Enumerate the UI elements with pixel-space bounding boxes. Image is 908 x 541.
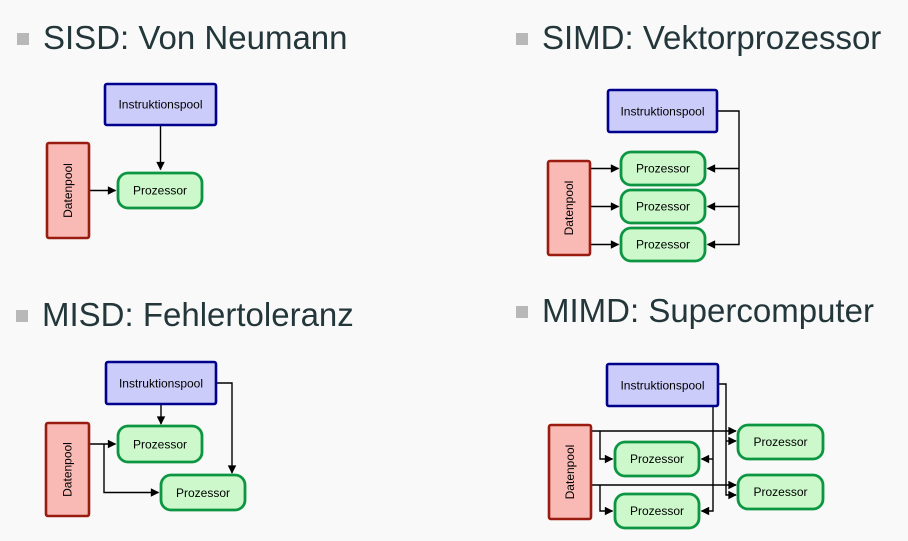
data-pool-box xyxy=(547,423,593,521)
processor-label: Prozessor xyxy=(630,452,684,466)
heading-sisd: SISD: Von Neumann xyxy=(17,19,348,56)
data-pool-box xyxy=(44,421,91,518)
processor-label: Prozessor xyxy=(176,486,230,500)
instruction-pool-box xyxy=(605,362,720,408)
processor-box-2 xyxy=(619,188,707,225)
processor-label: Prozessor xyxy=(753,485,807,499)
heading-simd: SIMD: Vektorprozessor xyxy=(516,19,882,56)
instruction-pool-label: Instruktionspool xyxy=(119,377,203,391)
processor-label: Prozessor xyxy=(636,238,690,252)
processor-box-2 xyxy=(159,473,247,512)
processor-label: Prozessor xyxy=(133,184,187,198)
arrow-data-to-mid-processor-2 xyxy=(599,485,614,516)
heading-misd: MISD: Fehlertoleranz xyxy=(16,296,354,333)
processor-label: Prozessor xyxy=(630,504,684,518)
arrow-instructions-to-processor-3 xyxy=(706,110,740,249)
bullet-square-icon xyxy=(17,33,29,46)
data-pool-box xyxy=(546,159,592,257)
processor-box-right-1 xyxy=(736,423,825,461)
heading-simd-text: SIMD: Vektorprozessor xyxy=(542,19,882,56)
processor-label: Prozessor xyxy=(636,200,690,214)
processor-label: Prozessor xyxy=(636,162,690,176)
processor-box-mid-1 xyxy=(613,440,701,478)
heading-mimd-text: MIMD: Supercomputer xyxy=(542,292,874,329)
arrow-instructions-to-right-processor-2 xyxy=(718,383,737,500)
instruction-pool-box xyxy=(103,82,218,127)
diagram-mimd: Instruktionspool Datenpool Prozessor Pro… xyxy=(547,362,825,530)
heading-misd-text: MISD: Fehlertoleranz xyxy=(42,296,354,333)
diagram-sisd: Instruktionspool Datenpool Prozessor xyxy=(45,82,218,240)
instruction-pool-label: Instruktionspool xyxy=(118,98,202,112)
data-pool-label: Datenpool xyxy=(61,442,75,497)
data-pool-label: Datenpool xyxy=(61,163,75,218)
data-pool-label: Datenpool xyxy=(562,181,576,236)
data-pool-box xyxy=(45,141,91,240)
processor-label: Prozessor xyxy=(133,438,187,452)
processor-box-3 xyxy=(619,226,707,263)
arrow-data-to-processor-2 xyxy=(103,444,160,497)
diagram-simd: Instruktionspool Datenpool Prozessor Pro… xyxy=(546,88,740,263)
processor-box-mid-2 xyxy=(613,492,701,530)
bullet-square-icon xyxy=(516,33,528,46)
data-pool-label: Datenpool xyxy=(563,445,577,500)
processor-box-1 xyxy=(116,424,204,464)
bullet-square-icon xyxy=(516,306,528,319)
diagram-misd: Instruktionspool Datenpool Prozessor Pro… xyxy=(44,360,247,518)
instruction-pool-box xyxy=(606,88,719,134)
instruction-pool-label: Instruktionspool xyxy=(620,105,704,119)
bullet-square-icon xyxy=(16,310,28,323)
instruction-pool-box xyxy=(104,360,218,406)
arrow-instructions-to-mid-processor-2 xyxy=(700,406,714,516)
heading-sisd-text: SISD: Von Neumann xyxy=(43,19,348,56)
instruction-pool-label: Instruktionspool xyxy=(620,379,704,393)
arrow-instructions-to-processor-2 xyxy=(216,382,237,474)
processor-label: Prozessor xyxy=(753,435,807,449)
processor-box xyxy=(116,171,204,210)
arrow-data-to-mid-processor-1 xyxy=(599,431,614,464)
heading-mimd: MIMD: Supercomputer xyxy=(516,292,874,329)
processor-box-1 xyxy=(619,150,707,187)
processor-box-right-2 xyxy=(736,473,825,511)
